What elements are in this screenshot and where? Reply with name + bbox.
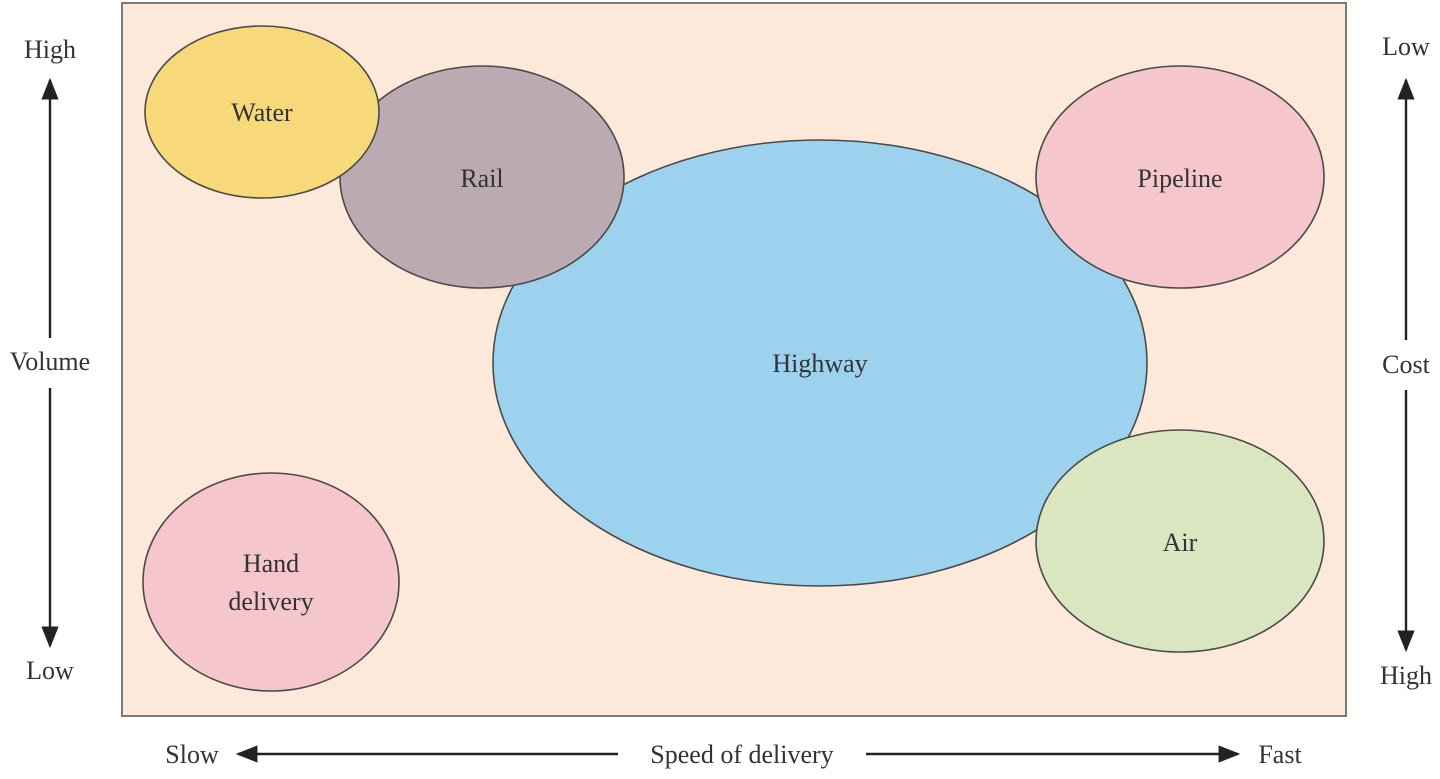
speed-axis-label: Speed of delivery (650, 740, 833, 769)
hand-delivery-ellipse (142, 472, 400, 692)
volume-axis: High Volume Low (10, 35, 90, 685)
water-label: Water (231, 98, 293, 127)
speed-slow-label: Slow (165, 740, 219, 769)
air-label: Air (1163, 528, 1198, 557)
water-ellipse (144, 25, 380, 199)
mode-labels: Water Rail Highway Pipeline Air Hand del… (228, 98, 1222, 616)
pipeline-label: Pipeline (1137, 164, 1222, 193)
speed-fast-label: Fast (1258, 740, 1302, 769)
pipeline-ellipse (1035, 65, 1325, 289)
hand-delivery-label: Hand (243, 549, 299, 578)
cost-axis: Low Cost High (1380, 32, 1432, 690)
hand-delivery-label-line2: delivery (228, 587, 313, 616)
volume-high-label: High (24, 35, 76, 64)
air-ellipse (1035, 429, 1325, 653)
highway-label: Highway (772, 349, 867, 378)
rail-label: Rail (460, 164, 503, 193)
volume-axis-label: Volume (10, 347, 90, 376)
mode-shapes (142, 25, 1325, 692)
volume-low-label: Low (26, 656, 74, 685)
cost-high-label: High (1380, 661, 1432, 690)
speed-axis: Slow Speed of delivery Fast (165, 740, 1302, 769)
cost-low-label: Low (1382, 32, 1430, 61)
highway-ellipse (492, 139, 1148, 587)
cost-axis-label: Cost (1382, 350, 1430, 379)
